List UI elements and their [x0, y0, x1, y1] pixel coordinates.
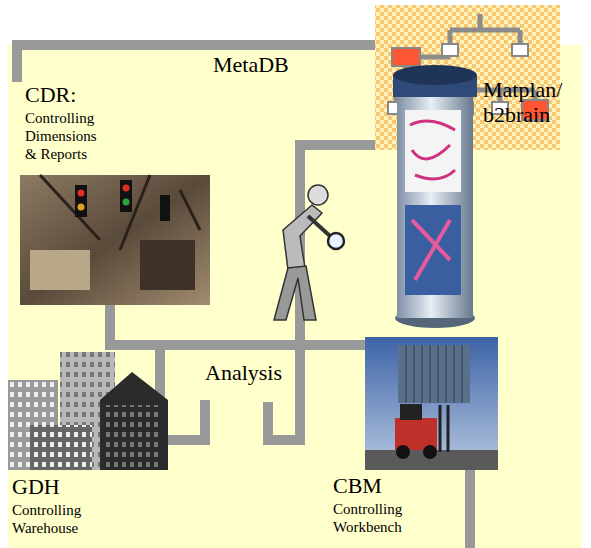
traffic-light	[160, 195, 170, 221]
node-heading: CBM	[333, 473, 453, 498]
building-windows	[106, 405, 162, 467]
building-windows	[30, 425, 92, 470]
photo-beams	[40, 175, 200, 250]
column-top	[393, 65, 477, 85]
lamp	[123, 199, 130, 206]
traffic-light	[75, 185, 87, 217]
pipe	[465, 470, 475, 548]
poster-scribble	[412, 220, 450, 280]
wheel	[423, 445, 437, 459]
node-body: Controlling Dimensions & Reports	[25, 109, 111, 163]
poster-scribble	[410, 121, 455, 179]
building	[30, 425, 92, 470]
column-body	[397, 92, 473, 318]
node-heading: MetaDB	[213, 52, 333, 77]
forklift-mast	[440, 405, 448, 452]
tree-box	[442, 44, 458, 56]
gdh-node: GDHControlling Warehouse	[8, 350, 173, 548]
cbm-node: CBMControlling Workbench	[365, 337, 498, 536]
poster	[405, 110, 461, 192]
cdr-photo	[20, 175, 210, 305]
man-body	[283, 205, 322, 270]
man-arm	[308, 216, 330, 236]
lamp	[123, 185, 130, 192]
tree-box	[512, 44, 528, 56]
node-heading: GDH	[12, 474, 132, 499]
forklift-cab	[400, 404, 422, 420]
poster	[405, 205, 461, 295]
magnifier	[328, 233, 344, 249]
container	[398, 345, 470, 403]
photo-patch	[140, 240, 195, 290]
tree-box	[392, 48, 420, 66]
man-legs	[274, 266, 316, 320]
building	[100, 372, 168, 470]
pipe-connector	[17, 45, 375, 82]
lamp	[78, 204, 85, 211]
node-heading: Matplan/ b2brain	[483, 77, 587, 128]
wheel	[396, 445, 410, 459]
cdr-node: CDR:Controlling Dimensions & Reports	[12, 82, 212, 305]
node-heading: CDR:	[25, 82, 145, 107]
node-body: Controlling Warehouse	[12, 501, 102, 537]
lamp	[78, 190, 85, 197]
man-head	[308, 185, 328, 205]
pipe-connector	[110, 305, 365, 345]
container-ribs	[406, 345, 462, 403]
matplan-node: Matplan/ b2brain	[383, 65, 483, 330]
node-body: Controlling Workbench	[333, 500, 423, 536]
photo-patch	[30, 250, 90, 290]
section-label: Analysis	[205, 360, 282, 385]
traffic-light	[120, 180, 132, 212]
cbm-photo	[365, 337, 498, 470]
